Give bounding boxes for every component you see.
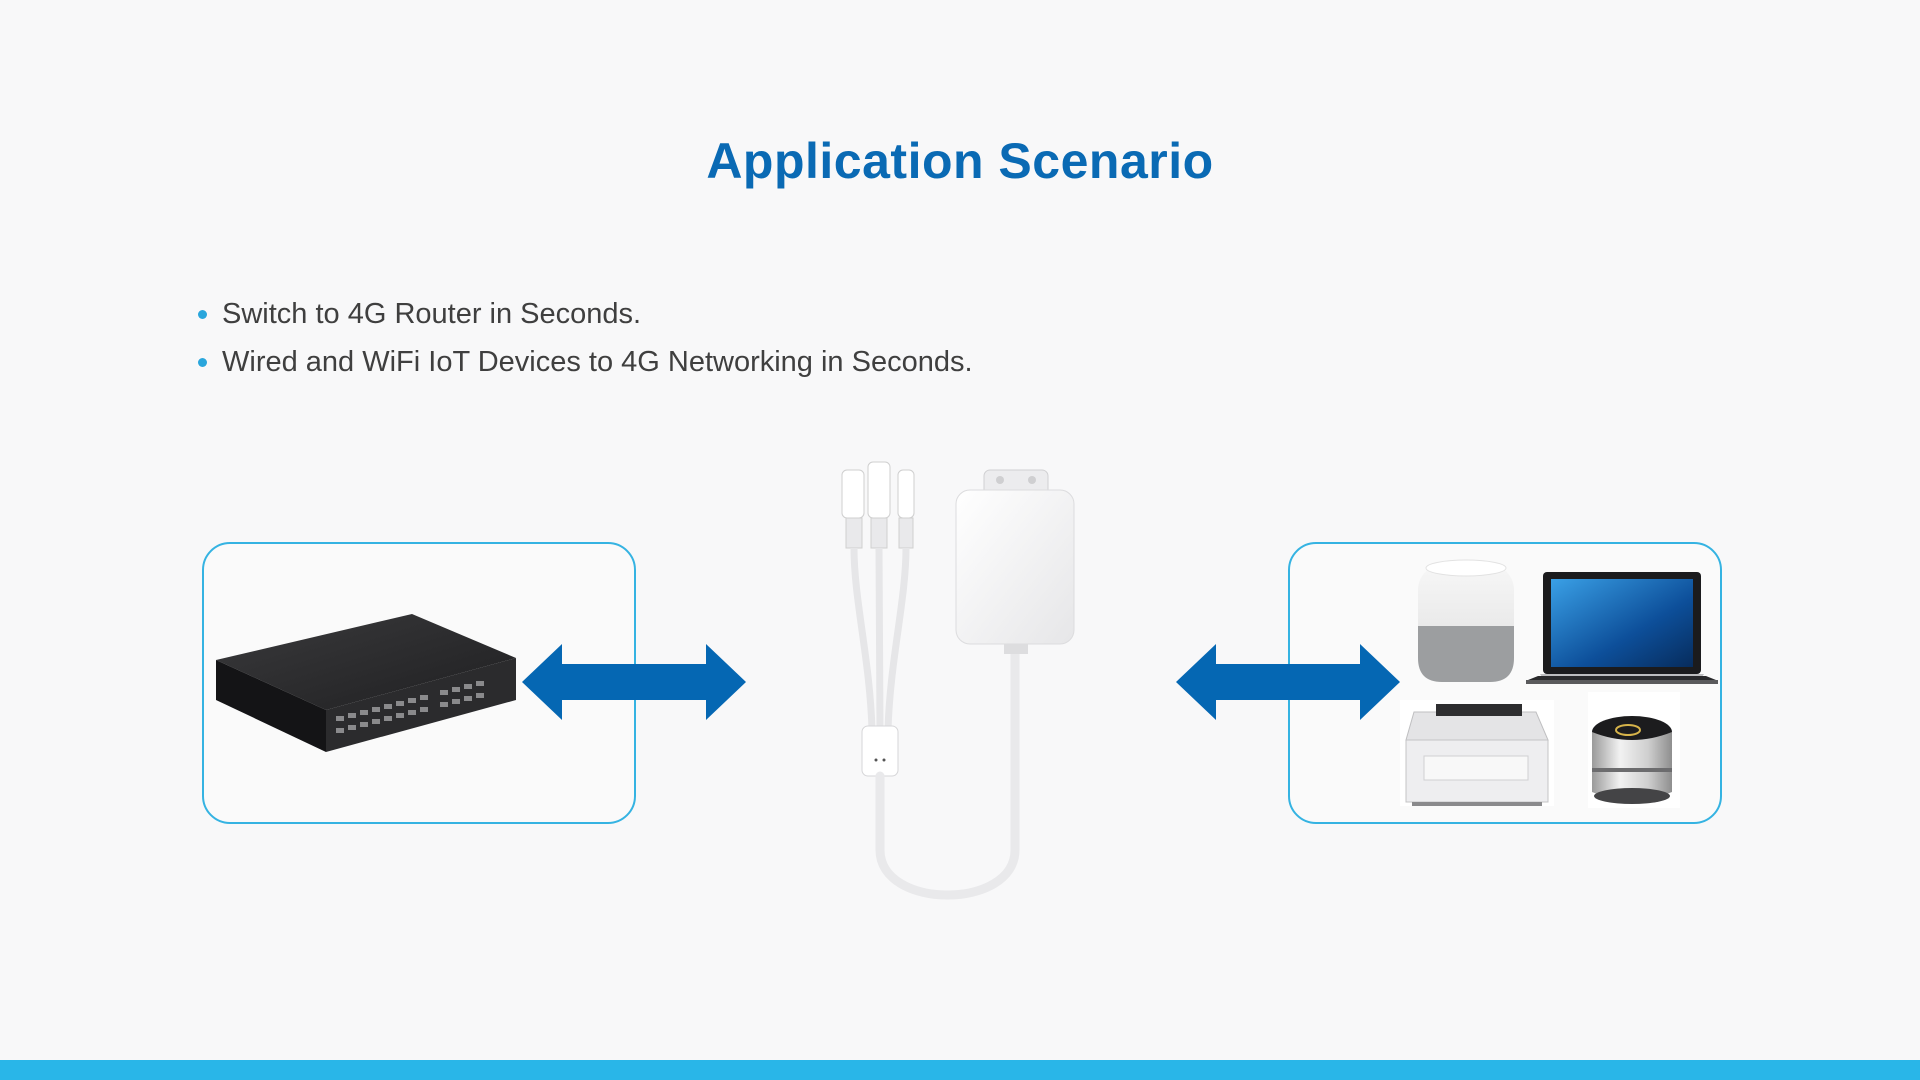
network-switch-icon — [216, 614, 516, 752]
double-arrow-right — [1176, 644, 1400, 720]
double-arrow-left — [522, 644, 746, 720]
bottom-accent-bar — [0, 1060, 1920, 1080]
bullet-dot-icon — [198, 310, 207, 319]
page-title: Application Scenario — [706, 133, 1214, 189]
bullet-dot-icon — [198, 358, 207, 367]
bullet-item: Switch to 4G Router in Seconds. — [198, 290, 973, 338]
bullet-list: Switch to 4G Router in Seconds. Wired an… — [198, 290, 973, 386]
smart-speaker-icon — [1418, 559, 1514, 682]
4g-router-with-cable-icon — [841, 461, 1075, 900]
printer-icon — [1400, 700, 1554, 806]
bullet-item: Wired and WiFi IoT Devices to 4G Network… — [198, 338, 973, 386]
bullet-text: Wired and WiFi IoT Devices to 4G Network… — [222, 346, 973, 378]
laptop-icon — [1526, 572, 1718, 684]
smart-cooker-icon — [1588, 692, 1680, 808]
bullet-text: Switch to 4G Router in Seconds. — [222, 298, 642, 330]
